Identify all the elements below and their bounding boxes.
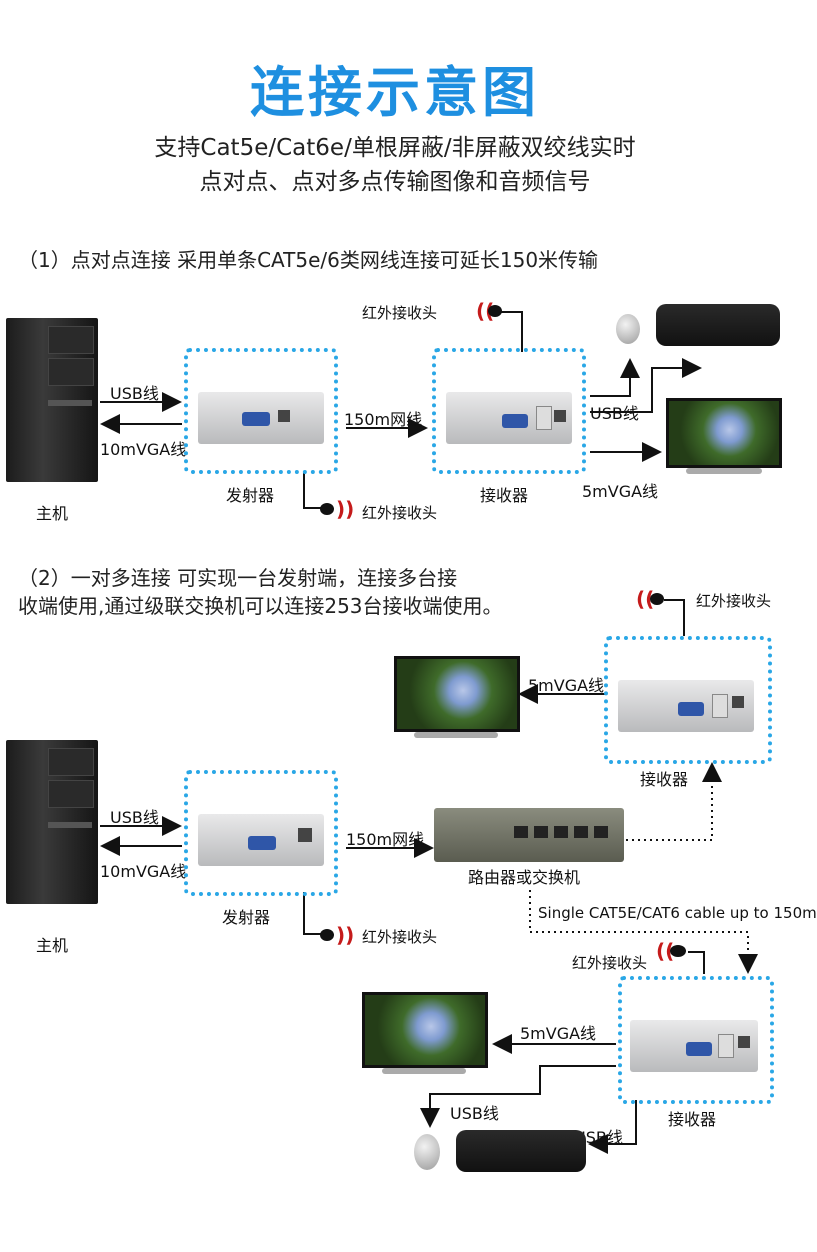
keyboard-icon bbox=[656, 304, 780, 346]
kvm-device-icon bbox=[618, 680, 754, 732]
network-cable-label: 150m网线 bbox=[344, 410, 423, 429]
section2-heading-line-2: 收端使用,通过级联交换机可以连接253台接收端使用。 bbox=[18, 594, 503, 618]
ir-receiver-bottom-label: 红外接收头 bbox=[362, 504, 438, 522]
ir-receiver-icon: (( bbox=[656, 941, 688, 961]
receiver-bottom-frame bbox=[618, 976, 774, 1104]
ir-receiver-icon: )) bbox=[320, 499, 354, 519]
usb-cable-label: USB线 bbox=[110, 384, 159, 403]
mouse-icon bbox=[414, 1134, 440, 1170]
connection-lines bbox=[100, 311, 758, 1154]
monitor-icon bbox=[666, 398, 782, 474]
transmitter-frame bbox=[184, 348, 338, 474]
vga-cable-label: 10mVGA线 bbox=[100, 440, 187, 459]
ir-rx-top-label: 红外接收头 bbox=[696, 592, 772, 610]
switch-icon bbox=[434, 808, 624, 862]
usb-out-label: USB线 bbox=[590, 404, 639, 423]
ir-tx-label: 红外接收头 bbox=[362, 928, 438, 946]
kvm-device-icon bbox=[630, 1020, 758, 1072]
subtitle-line-2: 点对点、点对多点传输图像和音频信号 bbox=[199, 169, 591, 195]
section1-heading: （1）点对点连接 采用单条CAT5e/6类网线连接可延长150米传输 bbox=[18, 248, 599, 272]
ir-receiver-icon: )) bbox=[320, 925, 354, 945]
network-cable-label-2: 150m网线 bbox=[346, 830, 425, 849]
usb-bottom-left-label: USB线 bbox=[450, 1104, 499, 1123]
receiver-frame bbox=[432, 348, 586, 474]
vga-bottom-label: 5mVGA线 bbox=[520, 1024, 597, 1043]
host-label: 主机 bbox=[36, 504, 69, 523]
keyboard-icon bbox=[456, 1130, 586, 1172]
subtitle-line-1: 支持Cat5e/Cat6e/单根屏蔽/非屏蔽双绞线实时 bbox=[154, 135, 636, 161]
section2-heading-line-1: （2）一对多连接 可实现一台发射端，连接多台接 bbox=[18, 566, 458, 590]
monitor-icon bbox=[362, 992, 488, 1076]
vga-cable-label-2: 10mVGA线 bbox=[100, 862, 187, 881]
receiver-top-frame bbox=[604, 636, 772, 764]
transmitter-label: 发射器 bbox=[226, 486, 275, 505]
receiver-top-label: 接收器 bbox=[640, 770, 689, 789]
pc-tower-icon bbox=[6, 318, 98, 482]
kvm-device-icon bbox=[446, 392, 572, 444]
kvm-device-icon bbox=[198, 392, 324, 444]
router-label: 路由器或交换机 bbox=[468, 868, 581, 887]
transmitter-frame-2 bbox=[184, 770, 338, 896]
transmitter-label-2: 发射器 bbox=[222, 908, 271, 927]
monitor-icon bbox=[394, 656, 520, 740]
vga-top-label: 5mVGA线 bbox=[528, 676, 605, 695]
usb-bottom-right-label: USB线 bbox=[574, 1128, 623, 1147]
ir-receiver-icon: (( bbox=[476, 301, 502, 321]
usb-cable-label-2: USB线 bbox=[110, 808, 159, 827]
ir-receiver-icon: (( bbox=[636, 589, 664, 609]
kvm-device-icon bbox=[198, 814, 324, 866]
receiver-label: 接收器 bbox=[480, 486, 529, 505]
page-title: 连接示意图 bbox=[250, 61, 540, 124]
pc-tower-icon bbox=[6, 740, 98, 904]
mouse-icon bbox=[616, 314, 640, 344]
ir-rx-bottom-label: 红外接收头 bbox=[572, 954, 648, 972]
ir-receiver-top-label: 红外接收头 bbox=[362, 304, 438, 322]
router-note: Single CAT5E/CAT6 cable up to 150m bbox=[538, 904, 817, 922]
host-label-2: 主机 bbox=[36, 936, 69, 955]
receiver-bottom-label: 接收器 bbox=[668, 1110, 717, 1129]
vga-out-label: 5mVGA线 bbox=[582, 482, 659, 501]
